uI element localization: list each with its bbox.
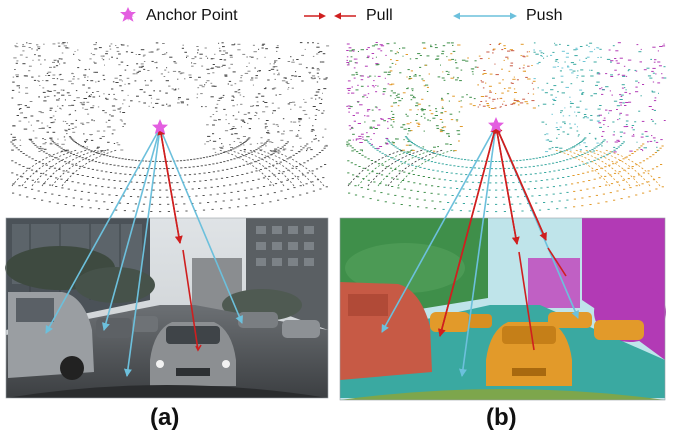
point-cloud-a (10, 42, 330, 213)
pull-arrows-icon (304, 12, 356, 20)
legend-pull-label: Pull (366, 7, 393, 24)
push-arrows-a (45, 127, 243, 377)
pull-arrows-a (157, 127, 202, 352)
legend-push-label: Push (526, 7, 563, 24)
point-cloud-b (346, 42, 667, 213)
legend-anchor-label: Anchor Point (146, 7, 238, 24)
legend-push: Push (452, 4, 562, 28)
segmented-image-b (339, 217, 666, 401)
arrows-a (45, 119, 243, 377)
push-arrow-icon (453, 12, 517, 20)
arrows-b (381, 117, 579, 377)
panel-a-label: (a) (150, 404, 180, 431)
legend-pull: Pull (302, 4, 393, 28)
panel-b-label: (b) (486, 404, 517, 431)
legend: Anchor Point Pull Push (0, 0, 679, 32)
anchor-star-icon (120, 7, 136, 22)
camera-image-a (5, 217, 329, 399)
anchor-b (488, 117, 504, 132)
legend-anchor: Anchor Point (118, 4, 238, 28)
anchor-a (152, 119, 168, 134)
pull-arrows-b (437, 125, 567, 351)
